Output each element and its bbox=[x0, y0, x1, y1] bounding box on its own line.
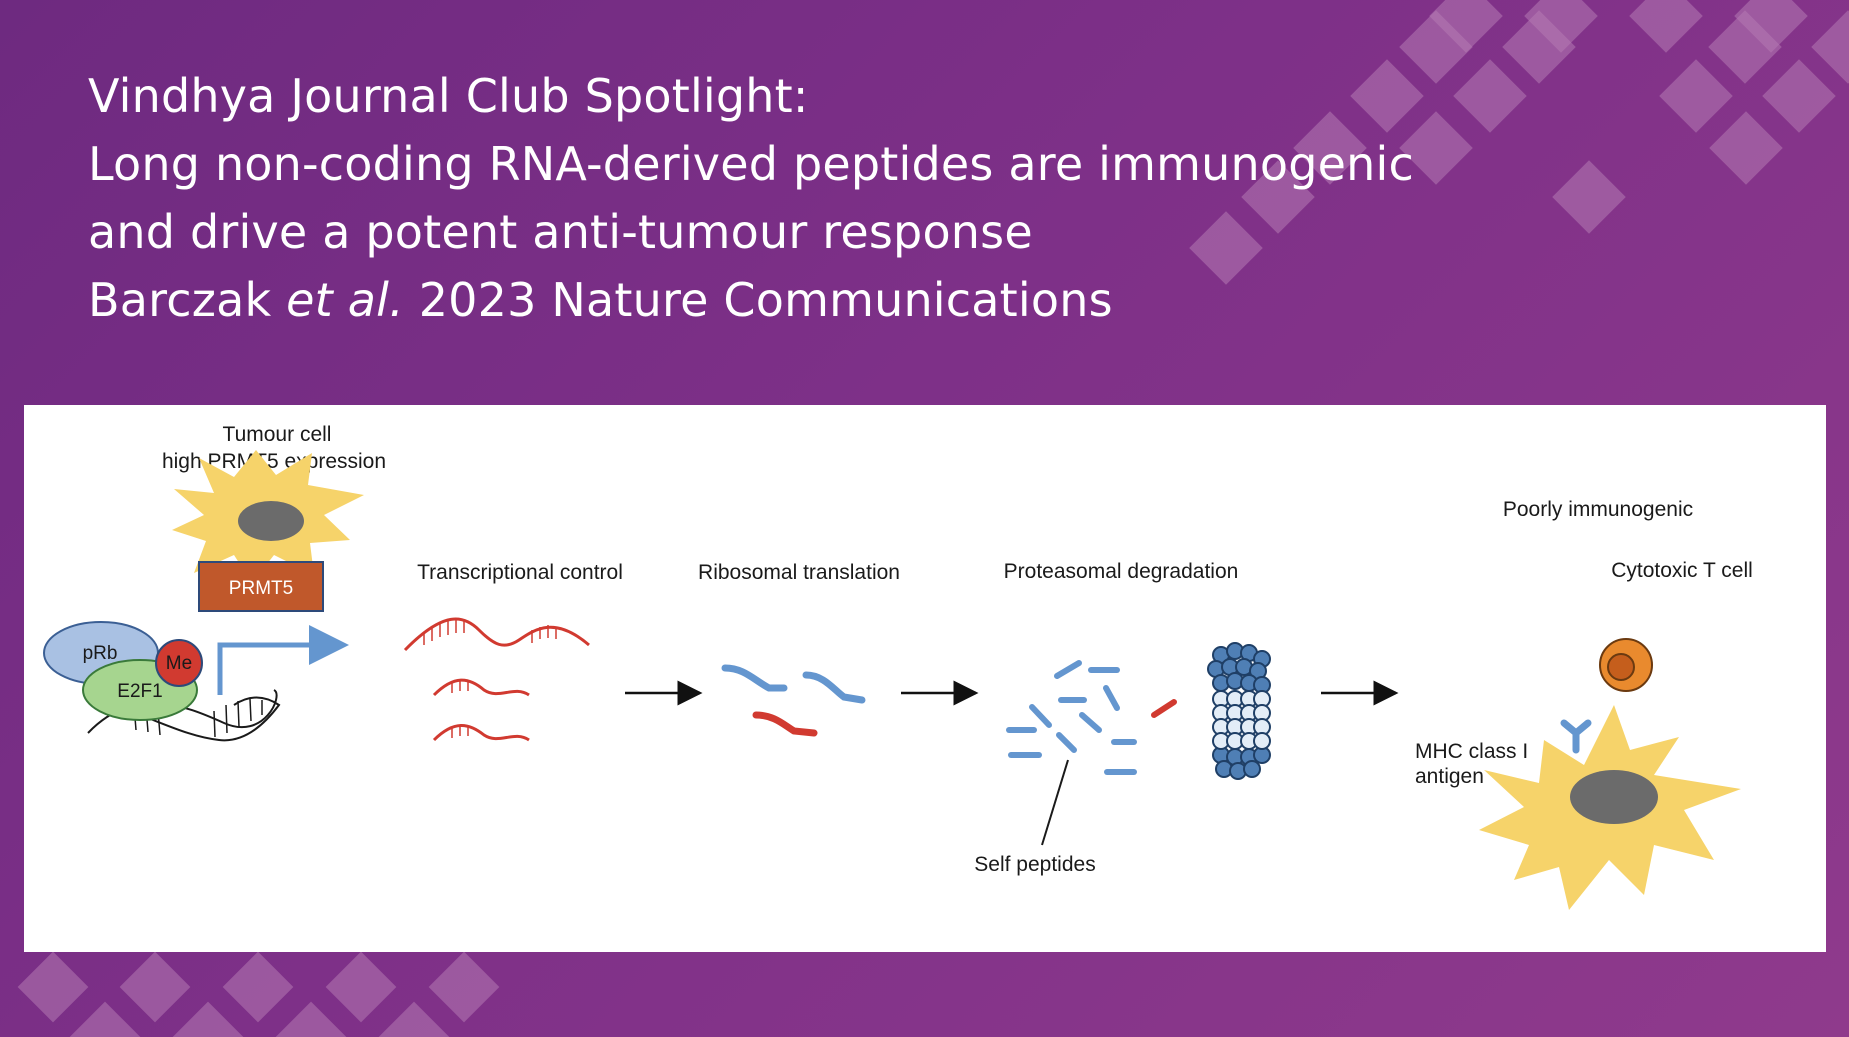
tumour-cell-label: Tumour cell bbox=[223, 423, 332, 446]
citation-line: Barczak et al. 2023 Nature Communication… bbox=[88, 266, 1588, 334]
diamond bbox=[69, 1001, 141, 1037]
diamond bbox=[1189, 211, 1263, 285]
mhc-label-line2: antigen bbox=[1415, 765, 1484, 788]
prmt5-box bbox=[198, 561, 324, 612]
prb-label: pRb bbox=[83, 643, 118, 664]
diamond bbox=[1453, 59, 1527, 133]
translated-peptides bbox=[721, 664, 866, 737]
citation-author: Barczak bbox=[88, 273, 272, 327]
diamond bbox=[378, 1001, 450, 1037]
diamond bbox=[1762, 59, 1836, 133]
tumour-nucleus bbox=[238, 501, 304, 541]
step-transcription-label: Transcriptional control bbox=[417, 561, 623, 584]
poorly-immunogenic-label: Poorly immunogenic bbox=[1503, 498, 1693, 521]
citation-journal: 2023 Nature Communications bbox=[418, 273, 1113, 327]
diamond bbox=[1659, 59, 1733, 133]
self-peptides-label: Self peptides bbox=[974, 853, 1095, 876]
tumour-cell-sublabel: high PRMT5 expression bbox=[162, 450, 386, 473]
figure-panel: Tumour cell high PRMT5 expression PRMT5 … bbox=[24, 405, 1826, 952]
title-line-2: Long non-coding RNA-derived peptides are… bbox=[88, 137, 1414, 191]
mechanism-diagram: Tumour cell high PRMT5 expression PRMT5 … bbox=[43, 423, 1753, 910]
target-cell-nucleus bbox=[1570, 770, 1658, 824]
diamond bbox=[1350, 59, 1424, 133]
diamond bbox=[428, 951, 500, 1023]
step-degradation-label: Proteasomal degradation bbox=[1004, 560, 1239, 583]
rna-ticks bbox=[423, 618, 557, 738]
diamond bbox=[17, 951, 89, 1023]
diamond bbox=[1708, 10, 1782, 84]
tcr-receptor bbox=[1560, 719, 1592, 754]
diamond bbox=[1502, 10, 1576, 84]
me-label: Me bbox=[166, 653, 192, 674]
diamond bbox=[1552, 160, 1626, 234]
me-circle bbox=[155, 639, 203, 687]
prmt5-label: PRMT5 bbox=[229, 578, 293, 599]
diamond bbox=[1241, 160, 1315, 234]
diamond bbox=[275, 1001, 347, 1037]
self-peptides-pointer bbox=[1041, 759, 1069, 846]
self-peptides bbox=[1006, 660, 1137, 775]
title-line-3: and drive a potent anti-tumour response bbox=[88, 205, 1033, 259]
diamond bbox=[1811, 10, 1849, 84]
slide-title: Vindhya Journal Club Spotlight: Long non… bbox=[88, 62, 1588, 334]
diamond bbox=[1629, 0, 1703, 53]
diamond bbox=[1399, 10, 1473, 84]
diamond bbox=[1709, 111, 1783, 185]
step-translation-label: Ribosomal translation bbox=[698, 561, 900, 584]
diamond bbox=[1293, 111, 1367, 185]
diamond bbox=[325, 951, 397, 1023]
diamond bbox=[222, 951, 294, 1023]
diamond bbox=[172, 1001, 244, 1037]
citation-etal: et al. bbox=[286, 273, 404, 327]
diamond bbox=[1399, 111, 1473, 185]
diamond bbox=[119, 951, 191, 1023]
cytotoxic-t-cell-label: Cytotoxic T cell bbox=[1611, 559, 1753, 582]
title-line-1: Vindhya Journal Club Spotlight: bbox=[88, 69, 809, 123]
proteasome bbox=[1207, 642, 1271, 780]
e2f1-label: E2F1 bbox=[117, 681, 162, 702]
red-self-peptide bbox=[1151, 699, 1177, 718]
mhc-label-line1: MHC class I bbox=[1415, 740, 1528, 763]
t-cell-nucleus bbox=[1607, 653, 1635, 681]
promoter-arrow bbox=[217, 625, 349, 695]
